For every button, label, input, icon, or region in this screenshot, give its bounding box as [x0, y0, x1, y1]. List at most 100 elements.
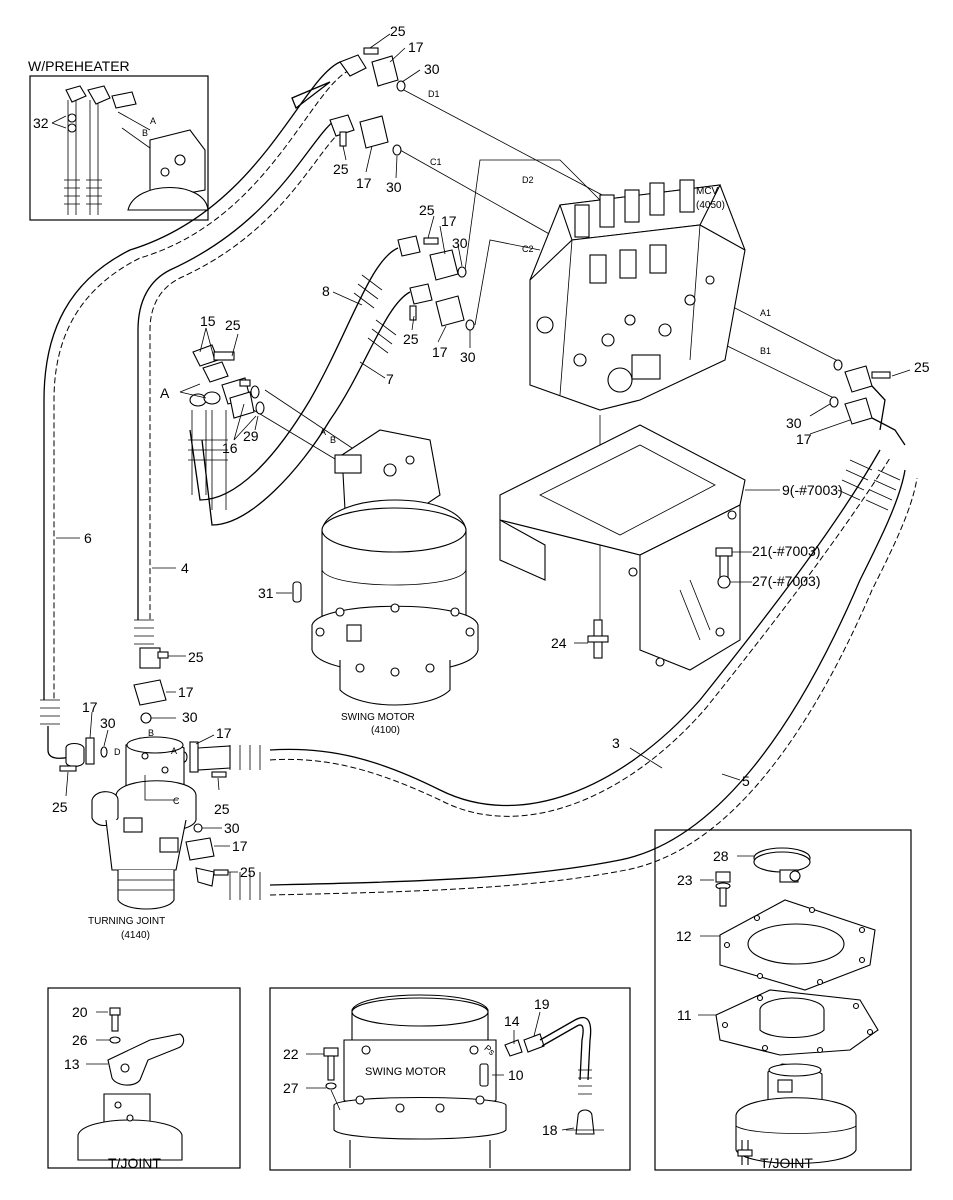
- callout-25-d1: 25: [390, 23, 406, 39]
- port-leaders: D1 C1 D2 C2 A1 B1 A B: [244, 87, 841, 620]
- callout-30-tj-left: 30: [100, 715, 116, 731]
- mcv-code: (4050): [696, 200, 725, 211]
- callout-9: 9(-#7003): [782, 482, 843, 498]
- callout-17-tj-top: 17: [178, 684, 194, 700]
- callout-19: 19: [534, 996, 550, 1012]
- callout-31: 31: [258, 585, 274, 601]
- callout-16: 16: [222, 440, 238, 456]
- port-motor-a: A: [320, 427, 326, 437]
- mcv-name: MCV: [696, 186, 719, 197]
- bolt-21-group: 21(-#7003) 27(-#7003): [715, 543, 821, 589]
- callout-15: 15: [200, 313, 216, 329]
- callout-17-tj-left: 17: [82, 699, 98, 715]
- callout-17-tj-bottom: 17: [232, 838, 248, 854]
- turning-joint-name: TURNING JOINT: [88, 916, 165, 927]
- callout-25-d2: 25: [403, 331, 419, 347]
- hose-7: [201, 291, 411, 526]
- callout-30-c2: 30: [452, 235, 468, 251]
- callout-25-tj-top: 25: [188, 649, 204, 665]
- hose-labels: 6 4 3 5: [56, 530, 750, 789]
- callout-25-c2: 25: [419, 202, 435, 218]
- motor-fittings: 15 25 A 16 29: [160, 313, 265, 510]
- callout-25-tj-right: 25: [214, 801, 230, 817]
- preheater-title: W/PREHEATER: [28, 58, 130, 74]
- callout-20: 20: [72, 1004, 88, 1020]
- preheater-port-a: A: [150, 116, 156, 126]
- callout-12: 12: [676, 928, 692, 944]
- tjoint-label-left: T/JOINT: [108, 1155, 161, 1171]
- port-motor-b: B: [330, 435, 336, 445]
- hose-3: [269, 449, 881, 807]
- tjoint-label-right: T/JOINT: [760, 1155, 813, 1171]
- callout-30-d1: 30: [424, 61, 440, 77]
- tjoint-stopper-inset: 20 26 13 T/JOINT: [47, 987, 241, 1171]
- callout-24: 24: [551, 635, 567, 651]
- hose-8: [189, 247, 399, 501]
- callout-30-tj-top: 30: [182, 709, 198, 725]
- callout-30-c1: 30: [386, 179, 402, 195]
- callout-17-c2: 17: [441, 213, 457, 229]
- swing-motor-drain-inset: SWING MOTOR 22 27 Ps 10 14 19 18: [269, 987, 631, 1171]
- port-c1: C1: [430, 157, 442, 167]
- turning-joint-code: (4140): [121, 930, 150, 941]
- callout-6: 6: [84, 530, 92, 546]
- callout-25-c1: 25: [333, 161, 349, 177]
- callout-4: 4: [181, 560, 189, 576]
- callout-28: 28: [713, 848, 729, 864]
- turning-joint: B D A C TURNING JOINT (4140): [88, 728, 197, 941]
- port-d1: D1: [428, 89, 440, 99]
- callout-a: A: [160, 385, 170, 401]
- top-fittings: 25 17 30 25 17 30 25 17 30 8 25 17 30 7 …: [322, 23, 930, 447]
- tjoint-cover-inset: 28 23 12 11 T/JOINT: [654, 829, 912, 1171]
- tj-port-d: D: [114, 747, 121, 757]
- callout-25-tj-left: 25: [52, 799, 68, 815]
- preheater-port-b: B: [142, 128, 148, 138]
- tj-port-a: A: [171, 746, 177, 756]
- callout-11: 11: [677, 1007, 692, 1023]
- callout-14: 14: [504, 1013, 520, 1029]
- callout-21: 21(-#7003): [752, 543, 821, 559]
- callout-25-motor: 25: [225, 317, 241, 333]
- callout-13: 13: [64, 1056, 80, 1072]
- swing-motor-inset-label: SWING MOTOR: [365, 1066, 446, 1078]
- swing-motor-name: SWING MOTOR: [341, 712, 415, 723]
- hose-6: [43, 61, 341, 700]
- port-b1: B1: [760, 346, 771, 356]
- callout-17-d1: 17: [408, 39, 424, 55]
- callout-17-right: 17: [796, 431, 812, 447]
- callout-17-tj-right: 17: [216, 725, 232, 741]
- callout-25-tj-bottom: 25: [240, 864, 256, 880]
- callout-17-d2: 17: [432, 344, 448, 360]
- callout-32: 32: [33, 115, 49, 131]
- pin-31: 31: [258, 581, 302, 603]
- mcv-valve: MCV (4050): [529, 179, 746, 411]
- callout-10: 10: [508, 1067, 524, 1083]
- tj-port-c: C: [173, 796, 180, 806]
- port-d2: D2: [522, 175, 534, 185]
- preheater-inset: W/PREHEATER A B 32: [28, 58, 209, 221]
- hose-4: [137, 117, 339, 620]
- callout-25-right: 25: [914, 359, 930, 375]
- callout-18: 18: [542, 1122, 558, 1138]
- mcv-bracket: 9(-#7003): [499, 424, 843, 671]
- callout-27-inset: 27: [283, 1080, 299, 1096]
- tj-port-b: B: [148, 728, 154, 738]
- hose-group: [40, 61, 918, 900]
- port-a1: A1: [760, 308, 771, 318]
- hose-5: [269, 469, 906, 886]
- callout-27-right: 27(-#7003): [752, 573, 821, 589]
- callout-30-d2: 30: [460, 349, 476, 365]
- swing-motor-code: (4100): [371, 725, 400, 736]
- callout-17-c1: 17: [356, 175, 372, 191]
- callout-30-tj-bottom: 30: [224, 820, 240, 836]
- callout-3: 3: [612, 735, 620, 751]
- port-c2: C2: [522, 244, 534, 254]
- callout-26: 26: [72, 1032, 88, 1048]
- callout-23: 23: [677, 872, 693, 888]
- swing-motor: SWING MOTOR (4100): [311, 429, 479, 736]
- callout-30-right: 30: [786, 415, 802, 431]
- callout-5: 5: [742, 773, 750, 789]
- bolt-24: 24: [551, 619, 609, 659]
- callout-29: 29: [243, 428, 259, 444]
